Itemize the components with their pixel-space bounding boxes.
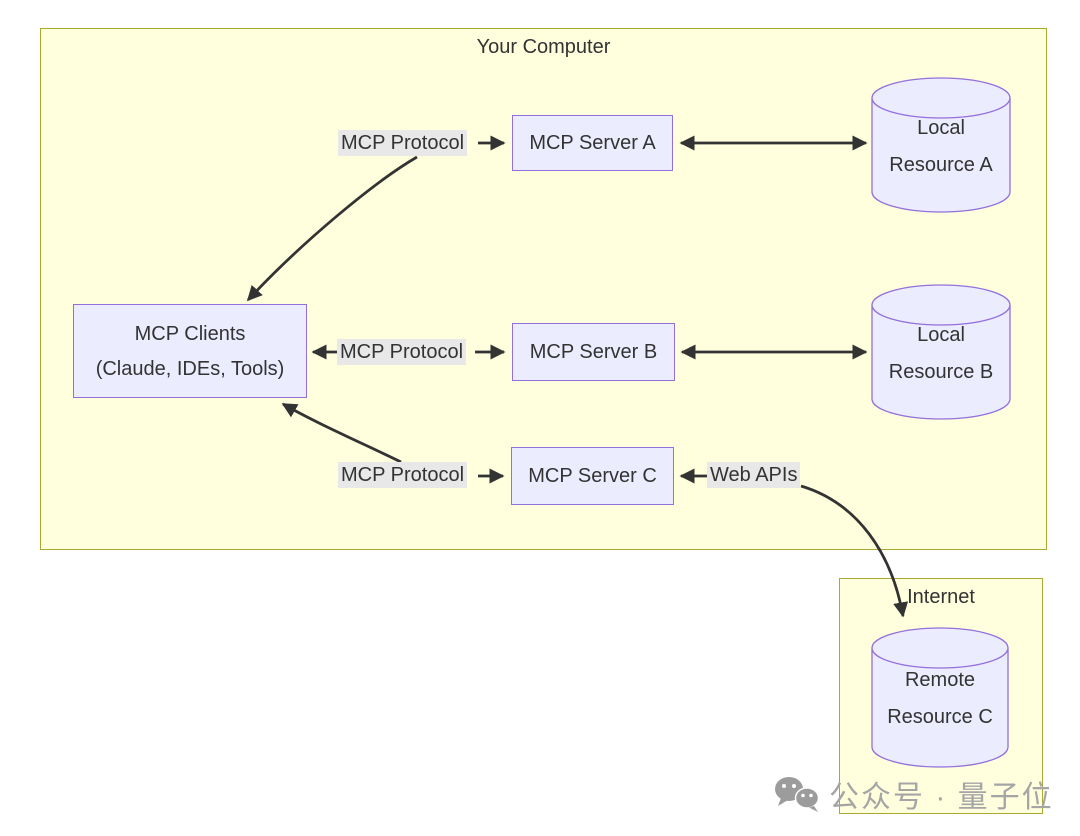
mcp-clients-label-line1: MCP Clients (134, 322, 246, 345)
cluster-internet-title: Internet (907, 586, 975, 608)
node-mcp-server-c: MCP Server C (511, 447, 674, 505)
node-mcp-server-a: MCP Server A (512, 115, 673, 171)
edge-label-mcp-protocol-a: MCP Protocol (338, 130, 468, 156)
remote-resource-c-line2: Resource C (887, 705, 993, 728)
cluster-your-computer-title: Your Computer (476, 36, 611, 58)
watermark: 公众号 · 量子位 (774, 772, 1054, 816)
remote-resource-c-label: Remote Resource C (872, 640, 1008, 756)
local-resource-b-line1: Local (917, 323, 965, 346)
watermark-text: 公众号 · 量子位 (829, 781, 1054, 814)
local-resource-a-line2: Resource A (889, 153, 993, 176)
edge-label-mcp-protocol-c: MCP Protocol (338, 462, 468, 488)
edge-label-web-apis: Web APIs (707, 462, 801, 488)
local-resource-a-label: Local Resource A (872, 90, 1010, 202)
mcp-clients-label-line2: (Claude, IDEs, Tools) (95, 357, 285, 380)
node-mcp-server-b: MCP Server B (512, 323, 675, 381)
edge-label-mcp-protocol-b: MCP Protocol (337, 339, 467, 365)
mcp-server-b-label: MCP Server B (529, 341, 658, 363)
mcp-server-a-label: MCP Server A (529, 132, 656, 154)
local-resource-b-label: Local Resource B (872, 297, 1010, 409)
node-mcp-clients: MCP Clients (Claude, IDEs, Tools) (73, 304, 307, 398)
mcp-server-c-label: MCP Server C (528, 465, 657, 487)
wechat-icon (775, 777, 820, 812)
local-resource-a-line1: Local (917, 116, 965, 139)
local-resource-b-line2: Resource B (888, 360, 994, 383)
remote-resource-c-line1: Remote (904, 668, 976, 691)
